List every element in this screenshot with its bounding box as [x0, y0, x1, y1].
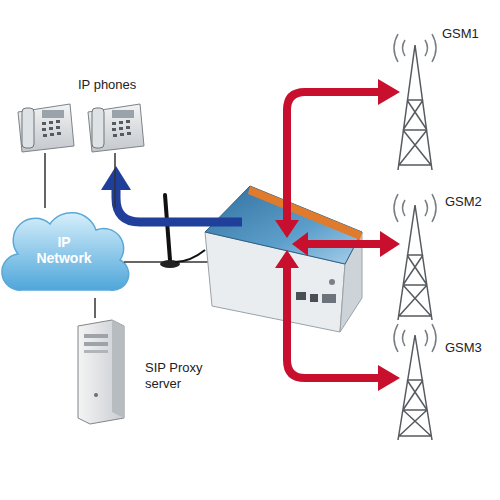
link-line: [94, 298, 96, 318]
gsm-tower: [394, 194, 436, 320]
node-label: GSM1: [442, 26, 482, 42]
antenna: [160, 195, 205, 268]
node-label: GSM2: [445, 194, 485, 210]
server-tower: [78, 320, 124, 424]
node-label: IP phones: [78, 77, 158, 93]
gsm-arrows: [275, 79, 400, 391]
gsm-station: GSM2: [375, 180, 485, 325]
gsm-station: GSM3: [375, 322, 485, 447]
gsm-station: GSM1: [375, 20, 485, 175]
network-link: [95, 298, 96, 318]
phone-group: IP phones: [10, 75, 155, 153]
gsm-tower: [394, 324, 436, 440]
network-cloud: [2, 213, 129, 291]
ip-phone: [88, 104, 144, 152]
network-link: [45, 153, 115, 208]
node-label: SIP Proxy server: [145, 360, 215, 392]
ip-arrow: [101, 166, 242, 222]
link-line: [44, 153, 46, 208]
network-cloud-node: IP Network: [0, 208, 128, 298]
node-label: GSM3: [445, 340, 485, 356]
ip-phone: [18, 104, 74, 152]
link-line: [114, 153, 116, 208]
gsm-tower: [394, 34, 436, 170]
server-node: SIP Proxy server: [70, 318, 240, 424]
node-label: IP Network: [31, 234, 97, 266]
